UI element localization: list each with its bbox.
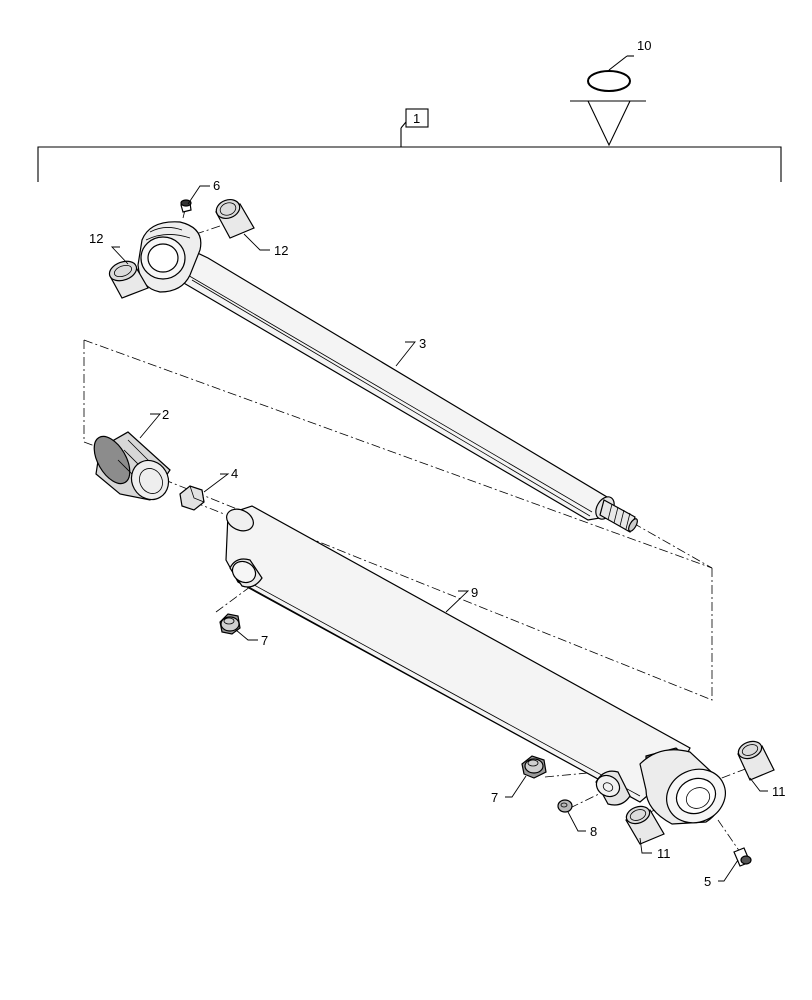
callout-10: 10 [637, 38, 651, 53]
piston-rod-assembly [137, 221, 638, 533]
gland [93, 431, 171, 501]
callout-8: 8 [590, 824, 597, 839]
assembly-bracket [37, 108, 782, 182]
callout-3: 3 [419, 336, 426, 351]
lock-nut [179, 485, 205, 511]
callout-2: 2 [162, 407, 169, 422]
callout-7-upper: 7 [261, 633, 268, 648]
callout-7-lower: 7 [491, 790, 498, 805]
bushing-top-left [108, 260, 149, 299]
callout-5: 5 [704, 874, 711, 889]
grease-fitting-top [180, 199, 192, 213]
bushing-bottom-left [625, 805, 665, 845]
callout-12-right: 12 [274, 243, 288, 258]
callout-12-left: 12 [89, 231, 103, 246]
grease-fitting-bottom [733, 847, 752, 867]
callout-11-right: 11 [772, 784, 786, 799]
leader-lines [110, 185, 768, 882]
port-plug-lower [521, 755, 547, 779]
callout-11-lower: 11 [657, 846, 671, 861]
callout-6: 6 [213, 178, 220, 193]
o-ring-icon [587, 70, 631, 92]
cylinder-barrel [225, 505, 726, 825]
callout-1: 1 [413, 111, 420, 126]
callout-9: 9 [471, 585, 478, 600]
bushing-bottom-right [737, 740, 775, 781]
port-plug-upper [219, 613, 241, 635]
callout-4: 4 [231, 466, 238, 481]
seal-kit-symbol [570, 55, 646, 147]
bushing-top-right [215, 198, 255, 239]
cap-plug [557, 799, 573, 813]
